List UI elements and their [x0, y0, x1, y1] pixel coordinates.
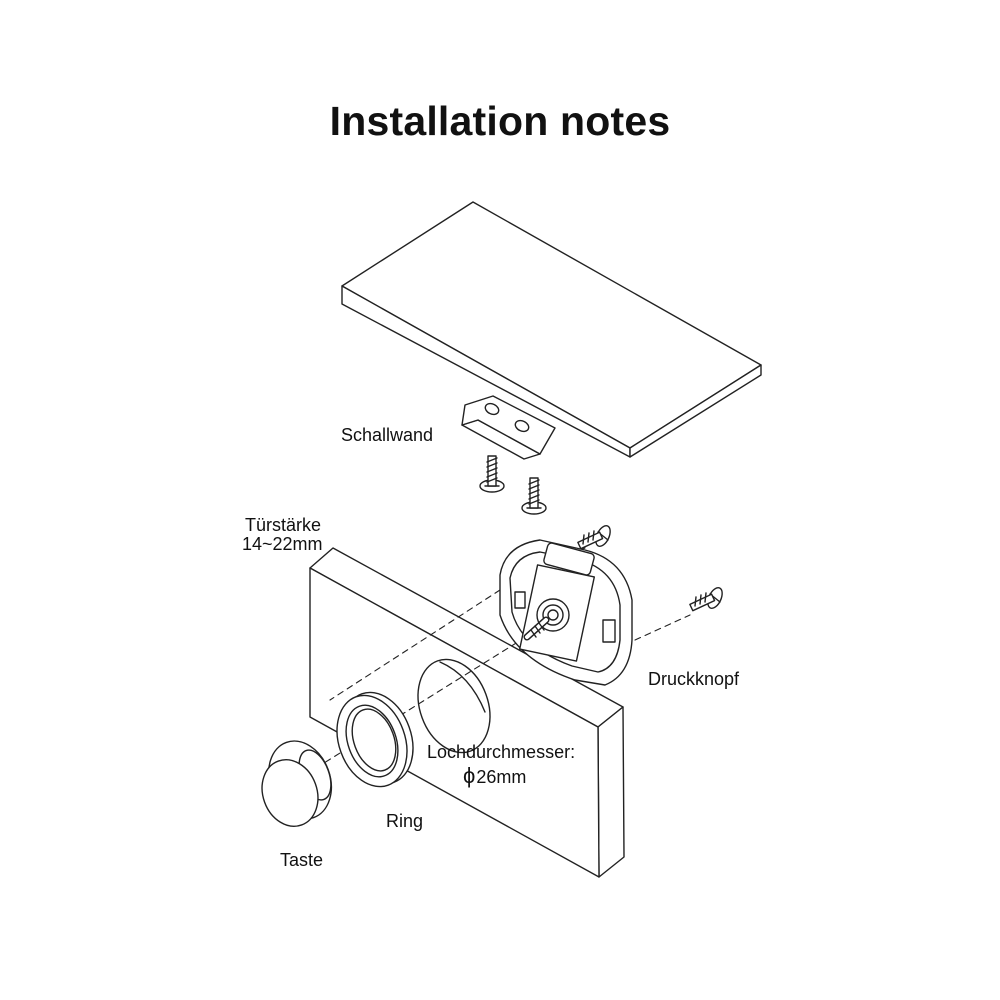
bracket-screw-1	[479, 455, 505, 493]
angle-bracket	[461, 395, 556, 460]
label-door-thickness-value: 14~22mm	[242, 534, 323, 554]
latch-screw-2	[689, 587, 723, 612]
label-druckknopf: Druckknopf	[648, 669, 740, 689]
hole-diameter-text: 26mm	[476, 767, 527, 787]
ring-part	[336, 691, 414, 788]
label-ring: Ring	[386, 811, 424, 831]
label-schallwand: Schallwand	[341, 425, 434, 445]
diameter-symbol: ϕ	[463, 763, 476, 788]
latch-screw-1	[577, 525, 611, 550]
label-hole-diameter-title: Lochdurchmesser:	[427, 742, 576, 762]
label-hole-diameter-value: ϕ26mm	[463, 763, 527, 788]
label-door-thickness-title: Türstärke	[245, 515, 322, 535]
button-cap	[261, 740, 333, 827]
page-title: Installation notes	[329, 98, 671, 144]
label-taste: Taste	[280, 850, 324, 870]
bracket-screw-2	[521, 477, 547, 515]
shelf-board	[341, 201, 762, 458]
door-panel	[309, 547, 625, 878]
push-latch	[499, 539, 633, 686]
